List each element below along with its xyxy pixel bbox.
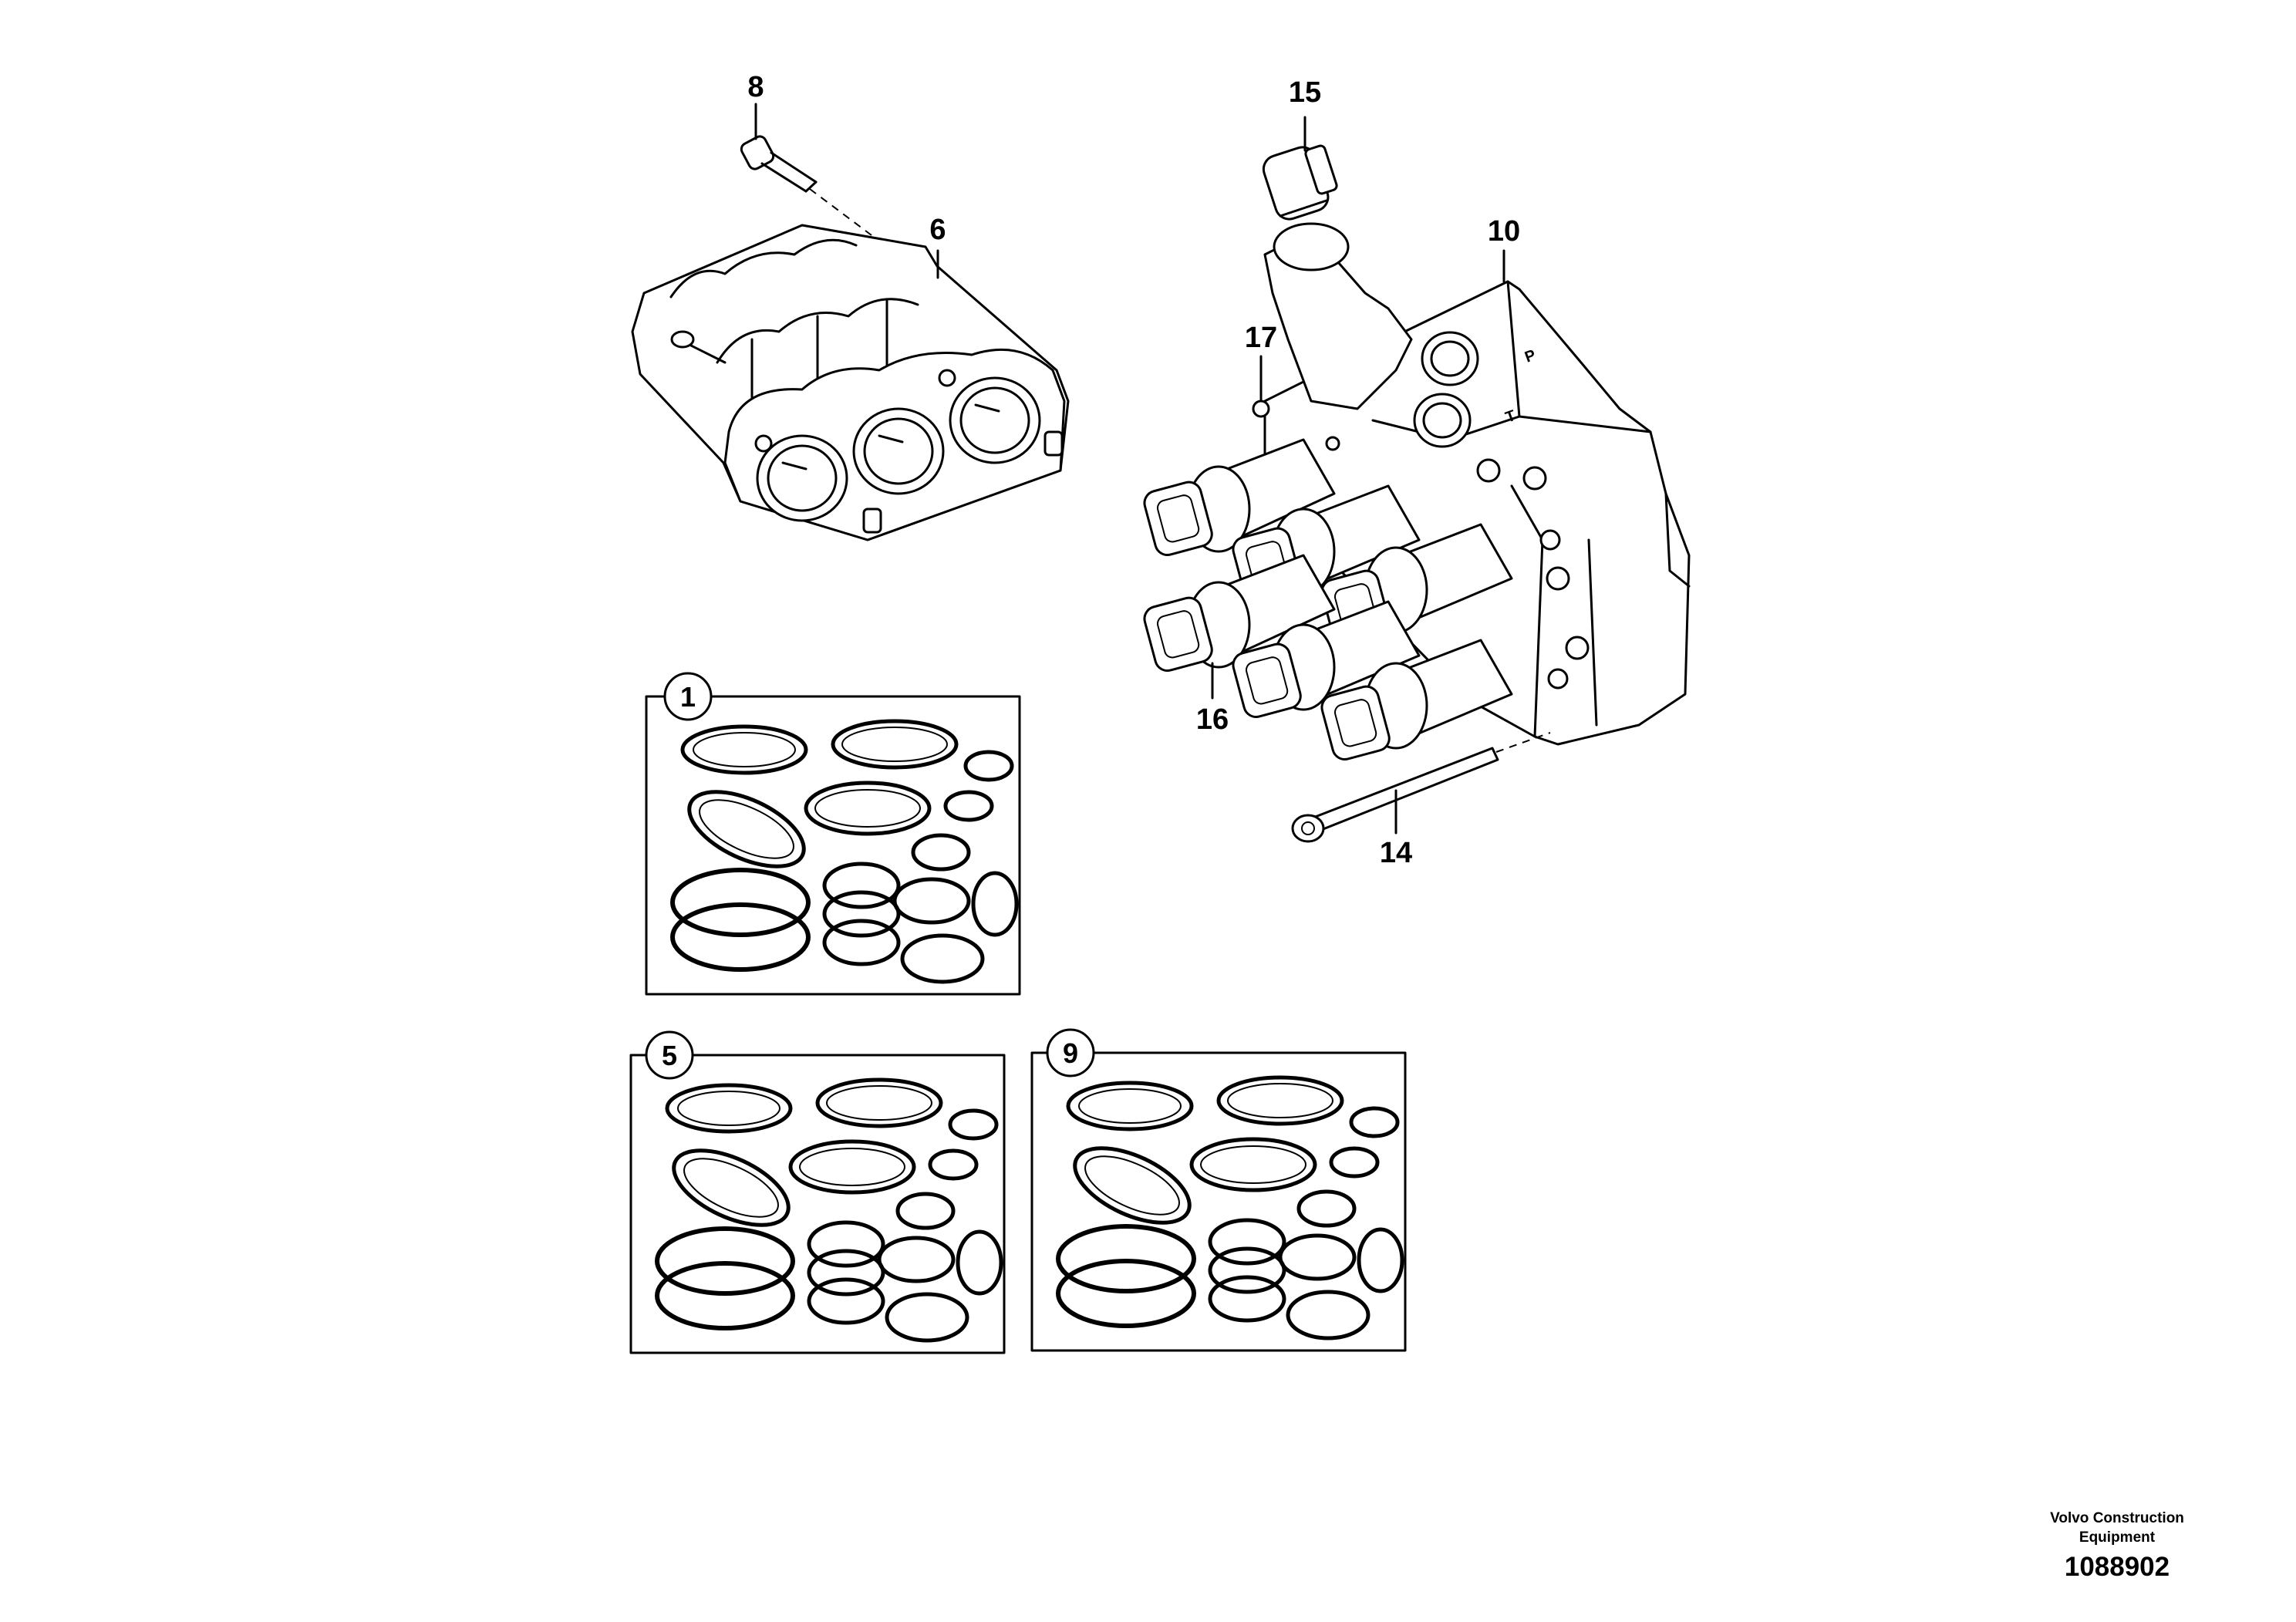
seal-kit-9: 9 bbox=[1030, 1028, 1407, 1352]
footer: Volvo Construction Equipment 1088902 bbox=[2001, 1509, 2233, 1583]
part-10-valve-body bbox=[1252, 280, 1691, 746]
callout-8: 8 bbox=[747, 71, 764, 103]
manufacturer-line-2: Equipment bbox=[2079, 1529, 2156, 1546]
callout-17: 17 bbox=[1245, 322, 1277, 354]
seal-kit-1-number: 1 bbox=[680, 681, 696, 713]
seal-kit-9-rings bbox=[1056, 1075, 1404, 1340]
manufacturer-line-1: Volvo Construction bbox=[2050, 1510, 2184, 1526]
seal-kit-5-number: 5 bbox=[662, 1040, 677, 1071]
part-6-cover bbox=[631, 224, 1070, 541]
callout-6: 6 bbox=[929, 214, 946, 246]
seal-kit-1: 1 bbox=[645, 672, 1021, 996]
part-15-sensor bbox=[1262, 144, 1413, 410]
seal-kit-5: 5 bbox=[629, 1030, 1006, 1354]
document-number: 1088902 bbox=[2064, 1552, 2170, 1582]
part-14-bolt bbox=[1291, 732, 1551, 843]
solenoid-1 bbox=[1143, 438, 1336, 557]
seal-kit-1-badge bbox=[663, 672, 713, 721]
callout-14: 14 bbox=[1380, 837, 1412, 869]
part-16-solenoids bbox=[1143, 438, 1513, 761]
seal-kit-5-frame bbox=[629, 1054, 1006, 1354]
seal-kit-5-badge bbox=[645, 1030, 694, 1080]
seal-kit-1-rings bbox=[670, 719, 1019, 984]
seal-kit-9-frame bbox=[1030, 1051, 1407, 1352]
callout-10: 10 bbox=[1488, 215, 1520, 248]
seal-kit-9-badge bbox=[1046, 1028, 1095, 1077]
solenoid-6 bbox=[1320, 639, 1513, 761]
seal-kit-1-frame bbox=[645, 695, 1021, 996]
solenoid-4 bbox=[1143, 554, 1336, 673]
callout-16: 16 bbox=[1196, 703, 1229, 736]
callout-15: 15 bbox=[1289, 76, 1321, 109]
seal-kit-5-rings bbox=[655, 1077, 1003, 1343]
solenoid-5 bbox=[1232, 600, 1421, 719]
seal-kit-9-number: 9 bbox=[1063, 1037, 1078, 1069]
